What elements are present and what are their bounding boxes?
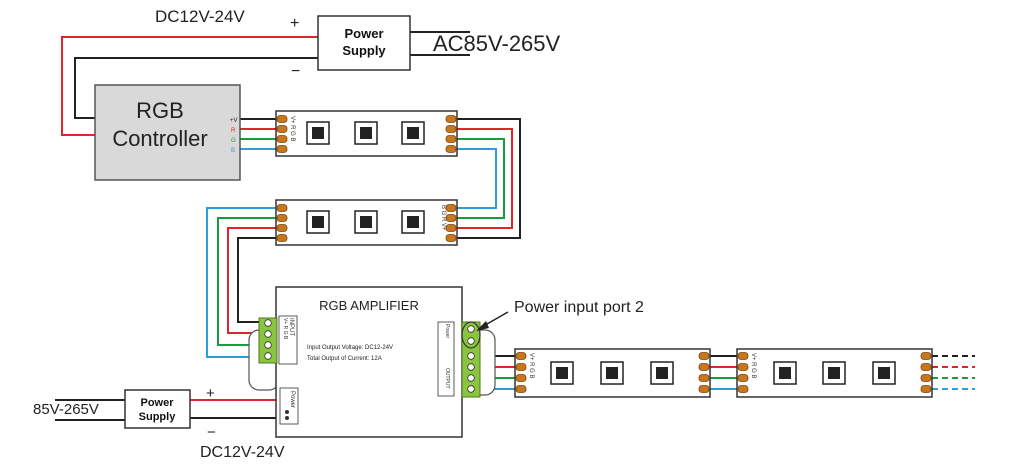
led-chip [401,210,425,234]
led-strip-4: V+ R G B [736,348,933,398]
plus-bottom-label: + [206,385,215,402]
led-chip [822,361,846,385]
led-chip [773,361,797,385]
led-chip [401,121,425,145]
strip3-pins: V+ R G B [528,353,534,379]
ps-top-line1: Power [344,26,383,41]
led-chip [650,361,674,385]
ac-top-label: AC85V-265V [433,31,561,56]
rgb-amplifier: RGB AMPLIFIER Input Output Voltage: DC12… [248,286,496,438]
led-strip-2: B G R V+ [275,199,458,246]
wire-s2amp-g [217,217,276,346]
ctrl-pin-b: B [231,148,235,154]
led-chip [306,210,330,234]
ps-bottom-line1: Power [140,397,174,409]
amp-output-terminal: Power OUTPUT [437,321,481,398]
wire-top-black [74,57,318,119]
wire-s1s2-b [457,148,497,209]
wire-s1s2-v [457,118,521,239]
amp-input-terminal: INPUT V+ R G B [258,315,298,365]
power-supply-bottom: Power Supply [124,389,191,429]
amp-power-label: Power [289,391,295,408]
led-chip [306,121,330,145]
strip2-pins: B G R V+ [440,205,446,231]
ac-bottom-label: 85V-265V [33,401,99,418]
led-chip [872,361,896,385]
led-strip-1: V+ R G B [275,110,458,157]
led-chip [354,210,378,234]
dc-top-label: DC12V-24V [155,7,245,26]
wire-s2amp-v [237,237,276,323]
ctrl-pin-v: +V [230,118,238,124]
power-port-callout: Power input port 2 [476,299,644,331]
ps-bottom-line2: Supply [139,411,177,423]
ctrl-pin-g: G [231,138,236,144]
ps-top-line2: Supply [342,43,386,58]
wire-top-red [61,36,318,136]
amp-title: RGB AMPLIFIER [319,298,419,313]
amp-input-pins: V+ R G B [282,318,288,340]
amp-spec1: Input Output Voltage: DC12-24V [307,345,393,351]
wire-s1s2-g [457,138,505,219]
dc-bottom-label: DC12V-24V [200,444,285,461]
wire-s2amp-b [206,207,276,358]
led-chip [354,121,378,145]
amp-power-label-2: Power [444,324,450,339]
power-port-label: Power input port 2 [514,299,644,316]
minus-top-label: − [291,63,300,80]
led-chip [600,361,624,385]
amp-spec2: Total Output of Current: 12A [307,356,382,362]
power-supply-top: Power Supply [317,15,411,71]
wires [55,31,975,421]
minus-bottom-label: − [207,424,216,441]
wire-s1s2-r [457,128,513,229]
ctrl-pin-r: R [231,128,236,134]
amp-output-label: OUTPUT [444,368,450,389]
controller-line2: Controller [112,126,207,151]
amp-power-terminal: Power [279,387,299,425]
led-strip-3: V+ R G B [514,348,711,398]
led-chip [550,361,574,385]
wire-s2amp-r [227,227,276,334]
amp-input-label: INPUT [288,318,294,336]
strip4-pins: V+ R G B [750,353,756,379]
controller-line1: RGB [136,98,184,123]
power-port-highlight [461,321,481,349]
rgb-controller: RGB Controller +V R G B [94,84,241,181]
plus-top-label: + [290,15,299,32]
strip1-pins: V+ R G B [289,116,295,142]
